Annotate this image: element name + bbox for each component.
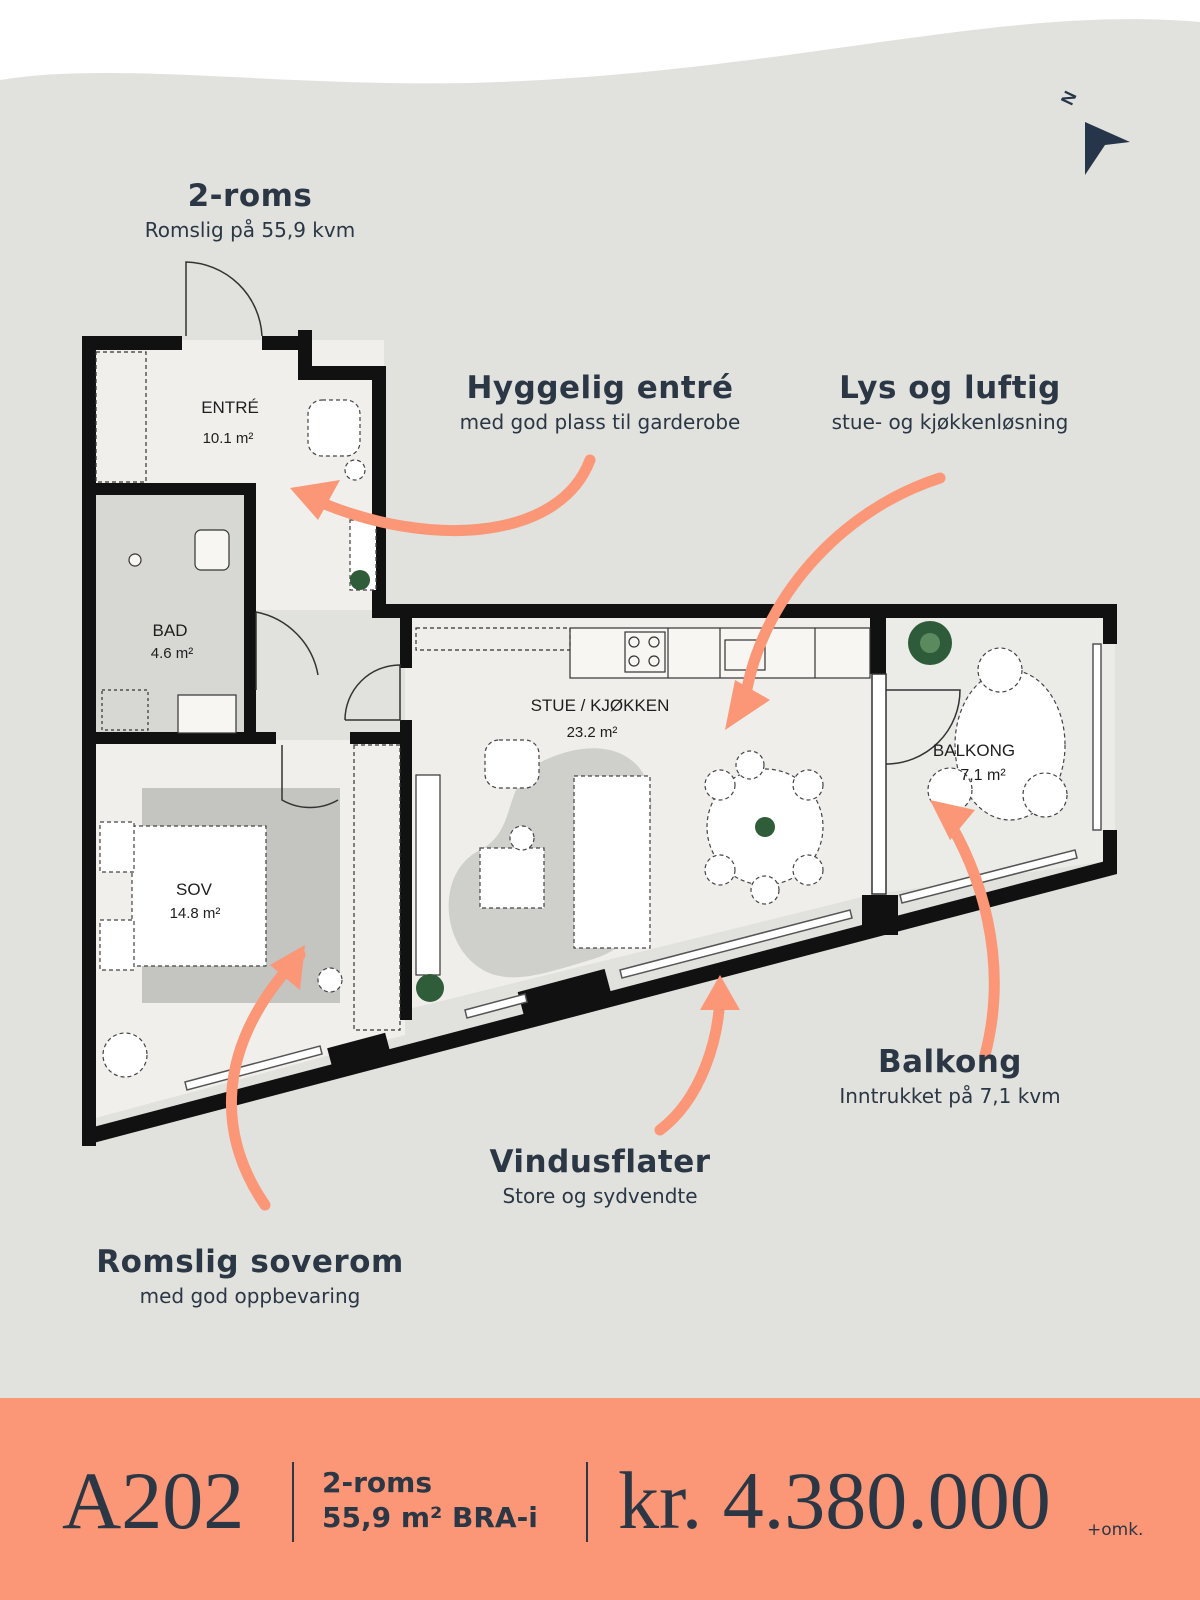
- arrow-bedroom: [225, 949, 306, 1211]
- room-area-sov: 14.8 m²: [170, 905, 221, 922]
- price: kr. 4.380.000: [618, 1455, 1051, 1546]
- callout-windows: Vindusflater Store og sydvendte: [465, 1142, 735, 1210]
- room-name-stue: STUE / KJØKKEN: [531, 696, 670, 715]
- callout-bedroom-title: Romslig soverom: [96, 1244, 404, 1280]
- windows: [184, 643, 1102, 1091]
- callout-living-title: Lys og luftig: [839, 370, 1061, 406]
- north-arrow-icon: N: [1057, 88, 1130, 175]
- callout-windows-text: Store og sydvendte: [502, 1184, 698, 1208]
- price-suffix: +omk.: [1087, 1520, 1144, 1540]
- room-area-stue: 23.2 m²: [567, 724, 618, 741]
- callout-entre-title: Hyggelig entré: [466, 370, 734, 406]
- callout-entre: Hyggelig entré med god plass til gardero…: [420, 368, 780, 436]
- header: 2-roms Romslig på 55,9 kvm: [100, 176, 400, 244]
- callout-living: Lys og luftig stue- og kjøkkenløsning: [790, 368, 1110, 436]
- footer-area: 55,9 m² BRA-i: [322, 1501, 538, 1534]
- callout-windows-title: Vindusflater: [489, 1144, 711, 1180]
- page-title: 2-roms: [187, 178, 313, 214]
- unit-id: A202: [62, 1455, 245, 1546]
- room-area-balkong: 7,1 m²: [960, 767, 1006, 784]
- room-name-bad: BAD: [153, 621, 188, 640]
- callout-bedroom-text: med god oppbevaring: [139, 1284, 361, 1308]
- arrow-heads: [270, 480, 975, 1010]
- callout-balcony-title: Balkong: [877, 1044, 1022, 1080]
- room-name-balkong: BALKONG: [933, 741, 1015, 760]
- callout-balcony: Balkong Inntrukket på 7,1 kvm: [815, 1042, 1085, 1110]
- callout-entre-text: med god plass til garderobe: [459, 410, 741, 434]
- top-wave: [0, 0, 1200, 84]
- room-labels: ENTRÉ 10.1 m² BAD 4.6 m² STUE / KJØKKEN …: [151, 398, 1015, 922]
- footer-bar: [0, 1398, 1200, 1600]
- plant-icons: [350, 570, 952, 1002]
- walls: [82, 330, 1117, 1146]
- arrow-entre: [309, 454, 596, 536]
- arrow-windows: [654, 984, 726, 1136]
- footer-rooms: 2-roms: [322, 1466, 432, 1499]
- arrow-living: [739, 472, 946, 706]
- room-name-entre: ENTRÉ: [201, 398, 259, 417]
- room-area-bad: 4.6 m²: [151, 645, 194, 662]
- callout-living-text: stue- og kjøkkenløsning: [831, 410, 1069, 434]
- arrow-balcony: [939, 809, 1000, 1061]
- furniture: [99, 399, 1068, 1078]
- footer-divider: [586, 1462, 588, 1542]
- room-area-entre: 10.1 m²: [203, 430, 254, 447]
- footer-divider: [292, 1462, 294, 1542]
- callout-bedroom: Romslig soverom med god oppbevaring: [80, 1242, 420, 1310]
- fixtures: [95, 351, 871, 1031]
- doors: [185, 261, 961, 895]
- room-name-sov: SOV: [176, 880, 213, 899]
- compass-letter: N: [1057, 88, 1081, 108]
- page-subtitle: Romslig på 55,9 kvm: [144, 218, 356, 242]
- callout-balcony-text: Inntrukket på 7,1 kvm: [839, 1084, 1061, 1108]
